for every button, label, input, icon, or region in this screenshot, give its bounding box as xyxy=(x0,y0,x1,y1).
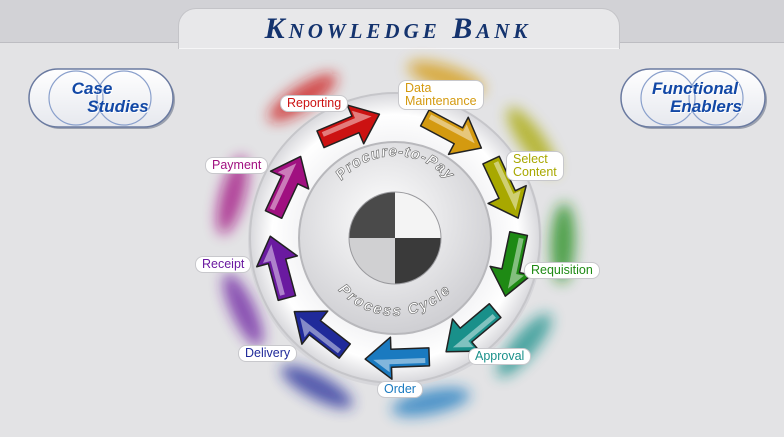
step-arrow-requisition[interactable] xyxy=(485,229,539,300)
center-pie-icon xyxy=(348,191,442,285)
overlapping-circles-icon xyxy=(620,68,767,129)
motion-streak xyxy=(391,387,471,417)
step-arrow-payment[interactable] xyxy=(255,148,320,224)
step-label-line1: Receipt xyxy=(202,257,245,271)
step-arrow-order[interactable] xyxy=(364,336,431,380)
overlapping-circles-icon xyxy=(28,68,175,129)
motion-streak xyxy=(216,156,249,235)
step-arrow-reporting[interactable] xyxy=(312,95,387,159)
step-label-requisition[interactable]: Requisition xyxy=(524,262,600,279)
step-arrow-data-maintenance[interactable] xyxy=(415,99,491,166)
step-arrow-select-content[interactable] xyxy=(472,151,537,227)
case-studies-line1: Case xyxy=(71,79,113,98)
motion-streak xyxy=(223,273,264,347)
page-title: Knowledge Bank xyxy=(264,12,532,45)
step-label-line2: Maintenance xyxy=(405,94,477,108)
step-label-line1: Select xyxy=(513,152,548,166)
title-tab xyxy=(178,8,620,49)
functional-enablers-line1: Functional xyxy=(652,79,738,98)
step-label-reporting[interactable]: Reporting xyxy=(280,95,349,112)
step-arrow-receipt[interactable] xyxy=(250,231,307,304)
step-label-delivery[interactable]: Delivery xyxy=(238,345,298,362)
step-label-approval[interactable]: Approval xyxy=(468,348,532,365)
functional-enablers-button[interactable]: Functional Enablers xyxy=(620,68,770,132)
step-label-line1: Requisition xyxy=(531,263,593,277)
step-label-line1: Approval xyxy=(475,349,525,363)
step-label-order[interactable]: Order xyxy=(377,381,423,398)
step-label-receipt[interactable]: Receipt xyxy=(195,256,252,273)
step-label-payment[interactable]: Payment xyxy=(205,157,269,174)
step-label-line1: Payment xyxy=(212,158,262,172)
step-label-line1: Order xyxy=(384,382,416,396)
step-arrow-approval[interactable] xyxy=(433,295,509,368)
step-label-line1: Reporting xyxy=(287,96,342,110)
functional-enablers-line2: Enablers xyxy=(670,97,742,116)
step-arrow-delivery[interactable] xyxy=(281,295,357,367)
step-label-line1: Delivery xyxy=(245,346,291,360)
step-label-line1: Data xyxy=(405,81,432,95)
case-studies-line2: Studies xyxy=(87,97,149,116)
case-studies-button[interactable]: Case Studies xyxy=(28,68,178,132)
step-arrows xyxy=(250,95,539,380)
step-label-line2: Content xyxy=(513,165,557,179)
motion-streak xyxy=(281,365,353,409)
